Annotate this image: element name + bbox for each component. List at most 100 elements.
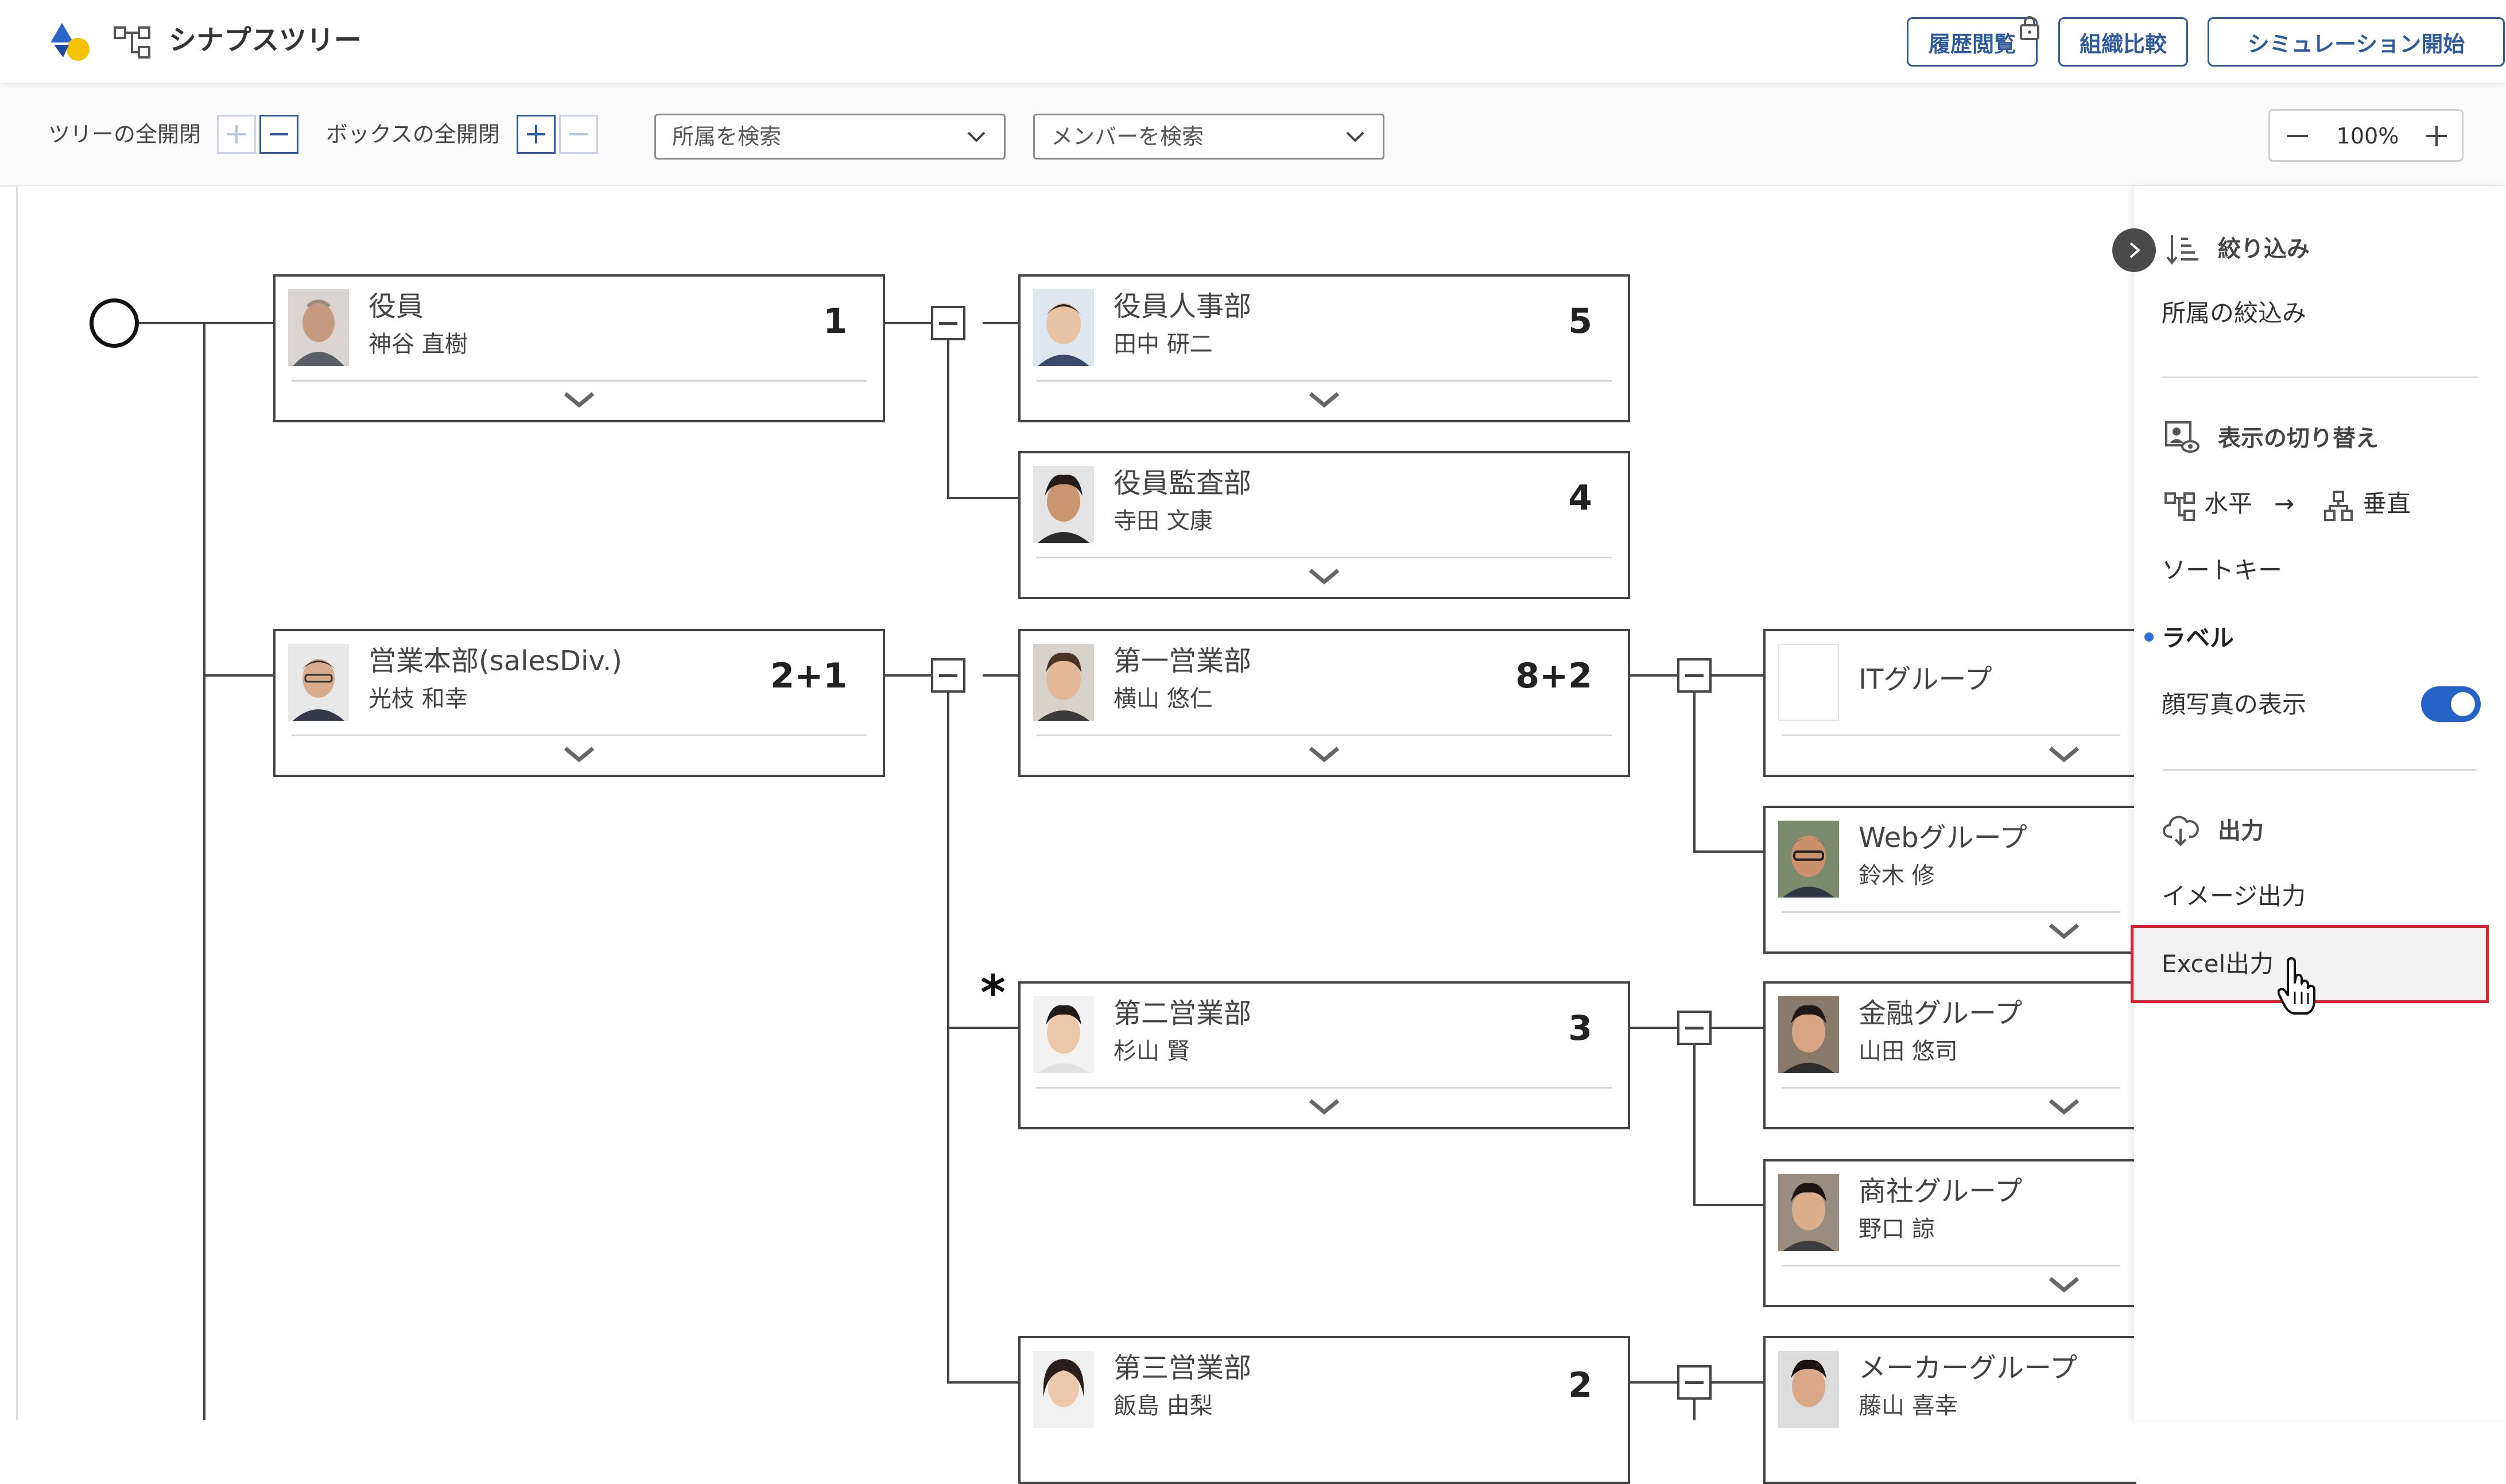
label-item[interactable]: ラベル [2162,624,2235,652]
chevron-down-icon[interactable] [2047,744,2081,764]
chevron-down-icon [1346,131,1364,142]
filter-section-title: 絞り込み [2218,236,2310,262]
chevron-down-icon[interactable] [2047,920,2081,941]
manager-name: 杉山 賢 [1114,1038,1190,1065]
chevron-down-icon[interactable] [562,744,596,764]
member-count: 3 [1568,1008,1592,1048]
org-node-executives[interactable]: 役員 神谷 直樹 1 [273,274,885,422]
org-node-sales-dept-2[interactable]: 第二営業部 杉山 賢 3 [1018,981,1630,1129]
tree-expand-all-button[interactable] [217,115,256,154]
member-photo [1033,996,1094,1073]
box-collapse-all-button[interactable] [559,115,598,154]
manager-name: 光枝 和幸 [368,686,468,712]
member-search-placeholder: メンバーを検索 [1051,124,1204,149]
node-collapse-toggle[interactable] [1677,658,1712,693]
org-node-finance-group[interactable]: 金融グループ 山田 悠司 [1763,981,2136,1129]
manager-name: 鈴木 修 [1859,863,1935,889]
chevron-down-icon[interactable] [562,389,596,410]
node-divider [1782,911,2120,913]
app-title: シナプスツリー [169,24,362,56]
arrow-right-icon: → [2274,490,2295,518]
display-section-title: 表示の切り替え [2218,425,2379,452]
zoom-level: 100% [2336,123,2399,149]
box-expand-all-button[interactable] [517,115,556,154]
horizontal-layout-option[interactable]: 水平 [2204,490,2253,518]
org-node-it-group[interactable]: ITグループ [1763,629,2136,777]
chevron-down-icon[interactable] [1307,566,1341,586]
tree-root-node[interactable] [90,298,139,348]
member-search-select[interactable]: メンバーを検索 [1033,114,1384,160]
node-divider [1782,735,2120,736]
manager-name: 藤山 喜幸 [1859,1393,1958,1419]
org-node-trading-group[interactable]: 商社グループ 野口 諒 [1763,1159,2136,1307]
chevron-down-icon[interactable] [1307,744,1341,764]
department-name: メーカーグループ [1859,1352,2078,1384]
org-node-web-group[interactable]: Webグループ 鈴木 修 [1763,806,2136,954]
tree-collapse-all-button[interactable] [259,115,298,154]
image-output-item[interactable]: イメージ出力 [2162,882,2306,910]
manager-name: 横山 悠仁 [1114,686,1213,712]
org-node-executive-audit[interactable]: 役員監査部 寺田 文康 4 [1018,451,1630,599]
department-name: 商社グループ [1859,1175,2023,1207]
box-toggle-label: ボックスの全開閉 [326,122,500,147]
member-photo [1033,1351,1094,1428]
minus-icon [569,133,588,135]
affiliation-filter-item[interactable]: 所属の絞込み [2162,299,2307,327]
change-marker: * [980,965,1006,1021]
excel-output-item[interactable]: Excel出力 [2162,950,2274,978]
manager-name: 田中 研二 [1114,331,1213,358]
org-node-sales-dept-3[interactable]: 第三営業部 飯島 由梨 2 [1018,1336,1630,1484]
member-photo [1033,289,1094,366]
node-collapse-toggle[interactable] [1677,1365,1712,1400]
department-name: 役員人事部 [1114,290,1252,323]
node-divider [1037,557,1612,558]
app-logo-icon [51,23,90,61]
member-count: 5 [1568,301,1592,341]
horizontal-layout-icon [2164,492,2195,521]
tree-toggle-label: ツリーの全開閉 [48,122,201,147]
node-collapse-toggle[interactable] [1677,1011,1712,1045]
node-divider [1037,380,1612,382]
panel-collapse-button[interactable] [2112,228,2156,272]
manager-name: 寺田 文康 [1114,508,1213,534]
node-divider [1782,1087,2120,1089]
history-button[interactable]: 履歴閲覧 [1907,17,2038,67]
member-photo [1778,1351,1839,1428]
sort-key-item[interactable]: ソートキー [2162,556,2283,584]
org-node-executive-hr[interactable]: 役員人事部 田中 研二 5 [1018,274,1630,422]
department-name: 第三営業部 [1114,1352,1252,1384]
chevron-down-icon[interactable] [2047,1096,2081,1117]
org-node-manufacturer-group[interactable]: メーカーグループ 藤山 喜幸 [1763,1336,2136,1484]
manager-name: 野口 諒 [1859,1216,1935,1242]
empty-photo-placeholder [1778,644,1839,721]
show-photo-label: 顔写真の表示 [2162,690,2307,718]
chevron-down-icon[interactable] [1307,389,1341,410]
vertical-layout-option[interactable]: 垂直 [2363,490,2411,518]
simulation-start-button[interactable]: シミュレーション開始 [2208,17,2505,67]
vertical-layout-icon [2324,491,2353,521]
org-node-sales-dept-1[interactable]: 第一営業部 横山 悠仁 8+2 [1018,629,1630,777]
node-collapse-toggle[interactable] [931,658,965,693]
member-count: 2+1 [770,656,847,696]
lock-icon [2020,16,2039,40]
manager-name: 飯島 由梨 [1114,1393,1213,1419]
zoom-in-icon[interactable] [2423,122,2450,150]
selected-indicator-dot [2144,632,2154,642]
node-divider [1782,1265,2120,1267]
compare-button[interactable]: 組織比較 [2058,17,2188,67]
org-node-sales-division[interactable]: 営業本部(salesDiv.) 光枝 和幸 2+1 [273,629,885,777]
zoom-out-icon[interactable] [2284,122,2311,150]
chevron-down-icon[interactable] [2047,1274,2081,1295]
member-count: 2 [1568,1365,1592,1405]
member-count: 1 [823,301,847,341]
chevron-down-icon[interactable] [1307,1096,1341,1117]
member-photo [1778,821,1839,898]
display-toggle-icon [2165,421,2199,453]
chevron-down-icon [967,131,986,142]
node-divider [1037,1087,1612,1089]
excel-output-highlight[interactable] [2131,925,2489,1003]
department-name: 役員監査部 [1114,467,1252,499]
affiliation-search-select[interactable]: 所属を検索 [654,114,1006,160]
zoom-control: 100% [2268,109,2464,162]
node-collapse-toggle[interactable] [931,306,965,340]
